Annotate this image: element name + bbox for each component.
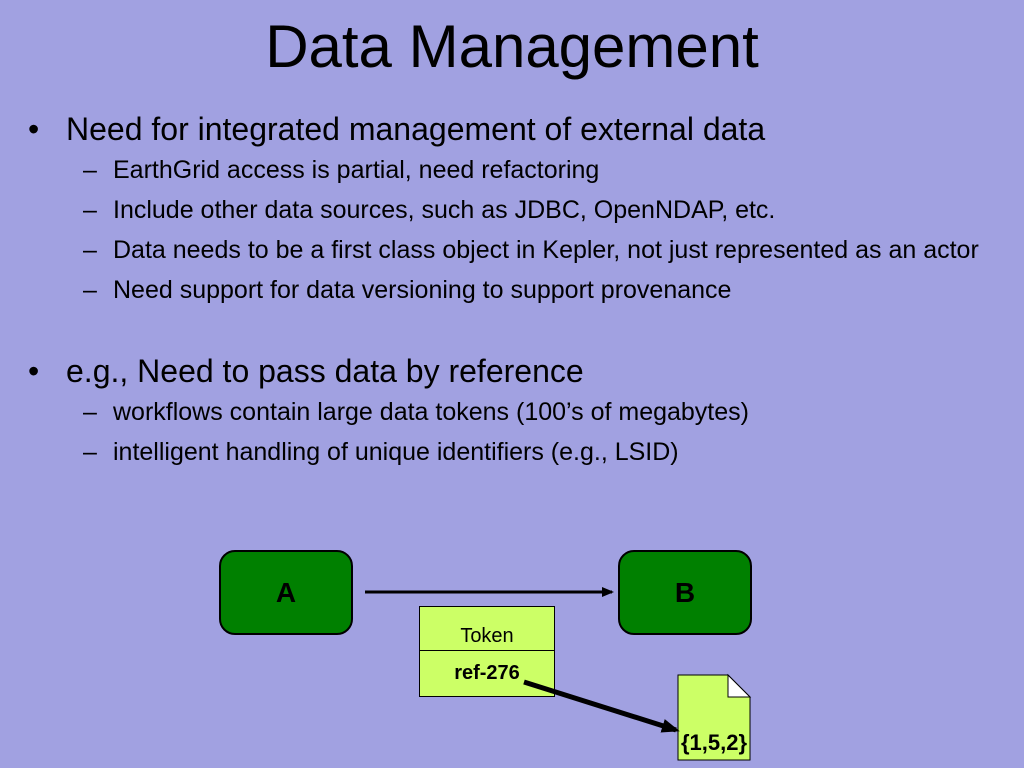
sub-bullet-text: Data needs to be a first class object in…	[113, 236, 979, 264]
bullet-mark: •	[28, 353, 40, 389]
bullet-group-1: • Need for integrated management of exte…	[28, 110, 988, 307]
token-ref: ref-276	[454, 662, 520, 684]
dash-mark: –	[83, 398, 97, 426]
sub-bullet-text: Need support for data versioning to supp…	[113, 276, 732, 304]
actor-node-b-label: B	[674, 576, 696, 608]
bullet-mark: •	[28, 111, 40, 147]
actor-node-b: B	[618, 550, 752, 635]
dash-mark: –	[83, 156, 97, 184]
data-token-box: Token ref-276	[419, 606, 555, 697]
bullet-list: • Need for integrated management of exte…	[28, 110, 988, 469]
bullet-item: • Need for integrated management of exte…	[28, 110, 988, 148]
sub-bullet-text: EarthGrid access is partial, need refact…	[113, 156, 600, 184]
document-value: {1,5,2}	[680, 730, 748, 755]
bullet-item: • e.g., Need to pass data by reference	[28, 352, 988, 390]
dash-mark: –	[83, 438, 97, 466]
actor-node-a-label: A	[275, 576, 297, 608]
sub-bullet-item: – workflows contain large data tokens (1…	[28, 396, 988, 429]
sub-bullet-item: – Include other data sources, such as JD…	[28, 194, 988, 227]
sub-bullet-text: intelligent handling of unique identifie…	[113, 438, 679, 466]
bullet-text: Need for integrated management of extern…	[66, 111, 766, 147]
sub-bullet-item: – Need support for data versioning to su…	[28, 274, 988, 307]
dash-mark: –	[83, 196, 97, 224]
slide-title: Data Management	[265, 13, 759, 80]
token-header: Token	[420, 607, 554, 651]
sub-bullet-text: Include other data sources, such as JDBC…	[113, 196, 776, 224]
token-label: Token	[460, 625, 514, 647]
dash-mark: –	[83, 276, 97, 304]
sub-bullet-item: – Data needs to be a first class object …	[28, 234, 988, 267]
bullet-group-2: • e.g., Need to pass data by reference –…	[28, 352, 988, 469]
sub-bullet-text: workflows contain large data tokens (100…	[113, 398, 749, 426]
sub-bullet-item: – EarthGrid access is partial, need refa…	[28, 154, 988, 187]
token-body: ref-276	[420, 651, 554, 696]
dash-mark: –	[83, 236, 97, 264]
sub-bullet-item: – intelligent handling of unique identif…	[28, 436, 988, 469]
bullet-text: e.g., Need to pass data by reference	[66, 353, 584, 389]
actor-node-a: A	[219, 550, 353, 635]
